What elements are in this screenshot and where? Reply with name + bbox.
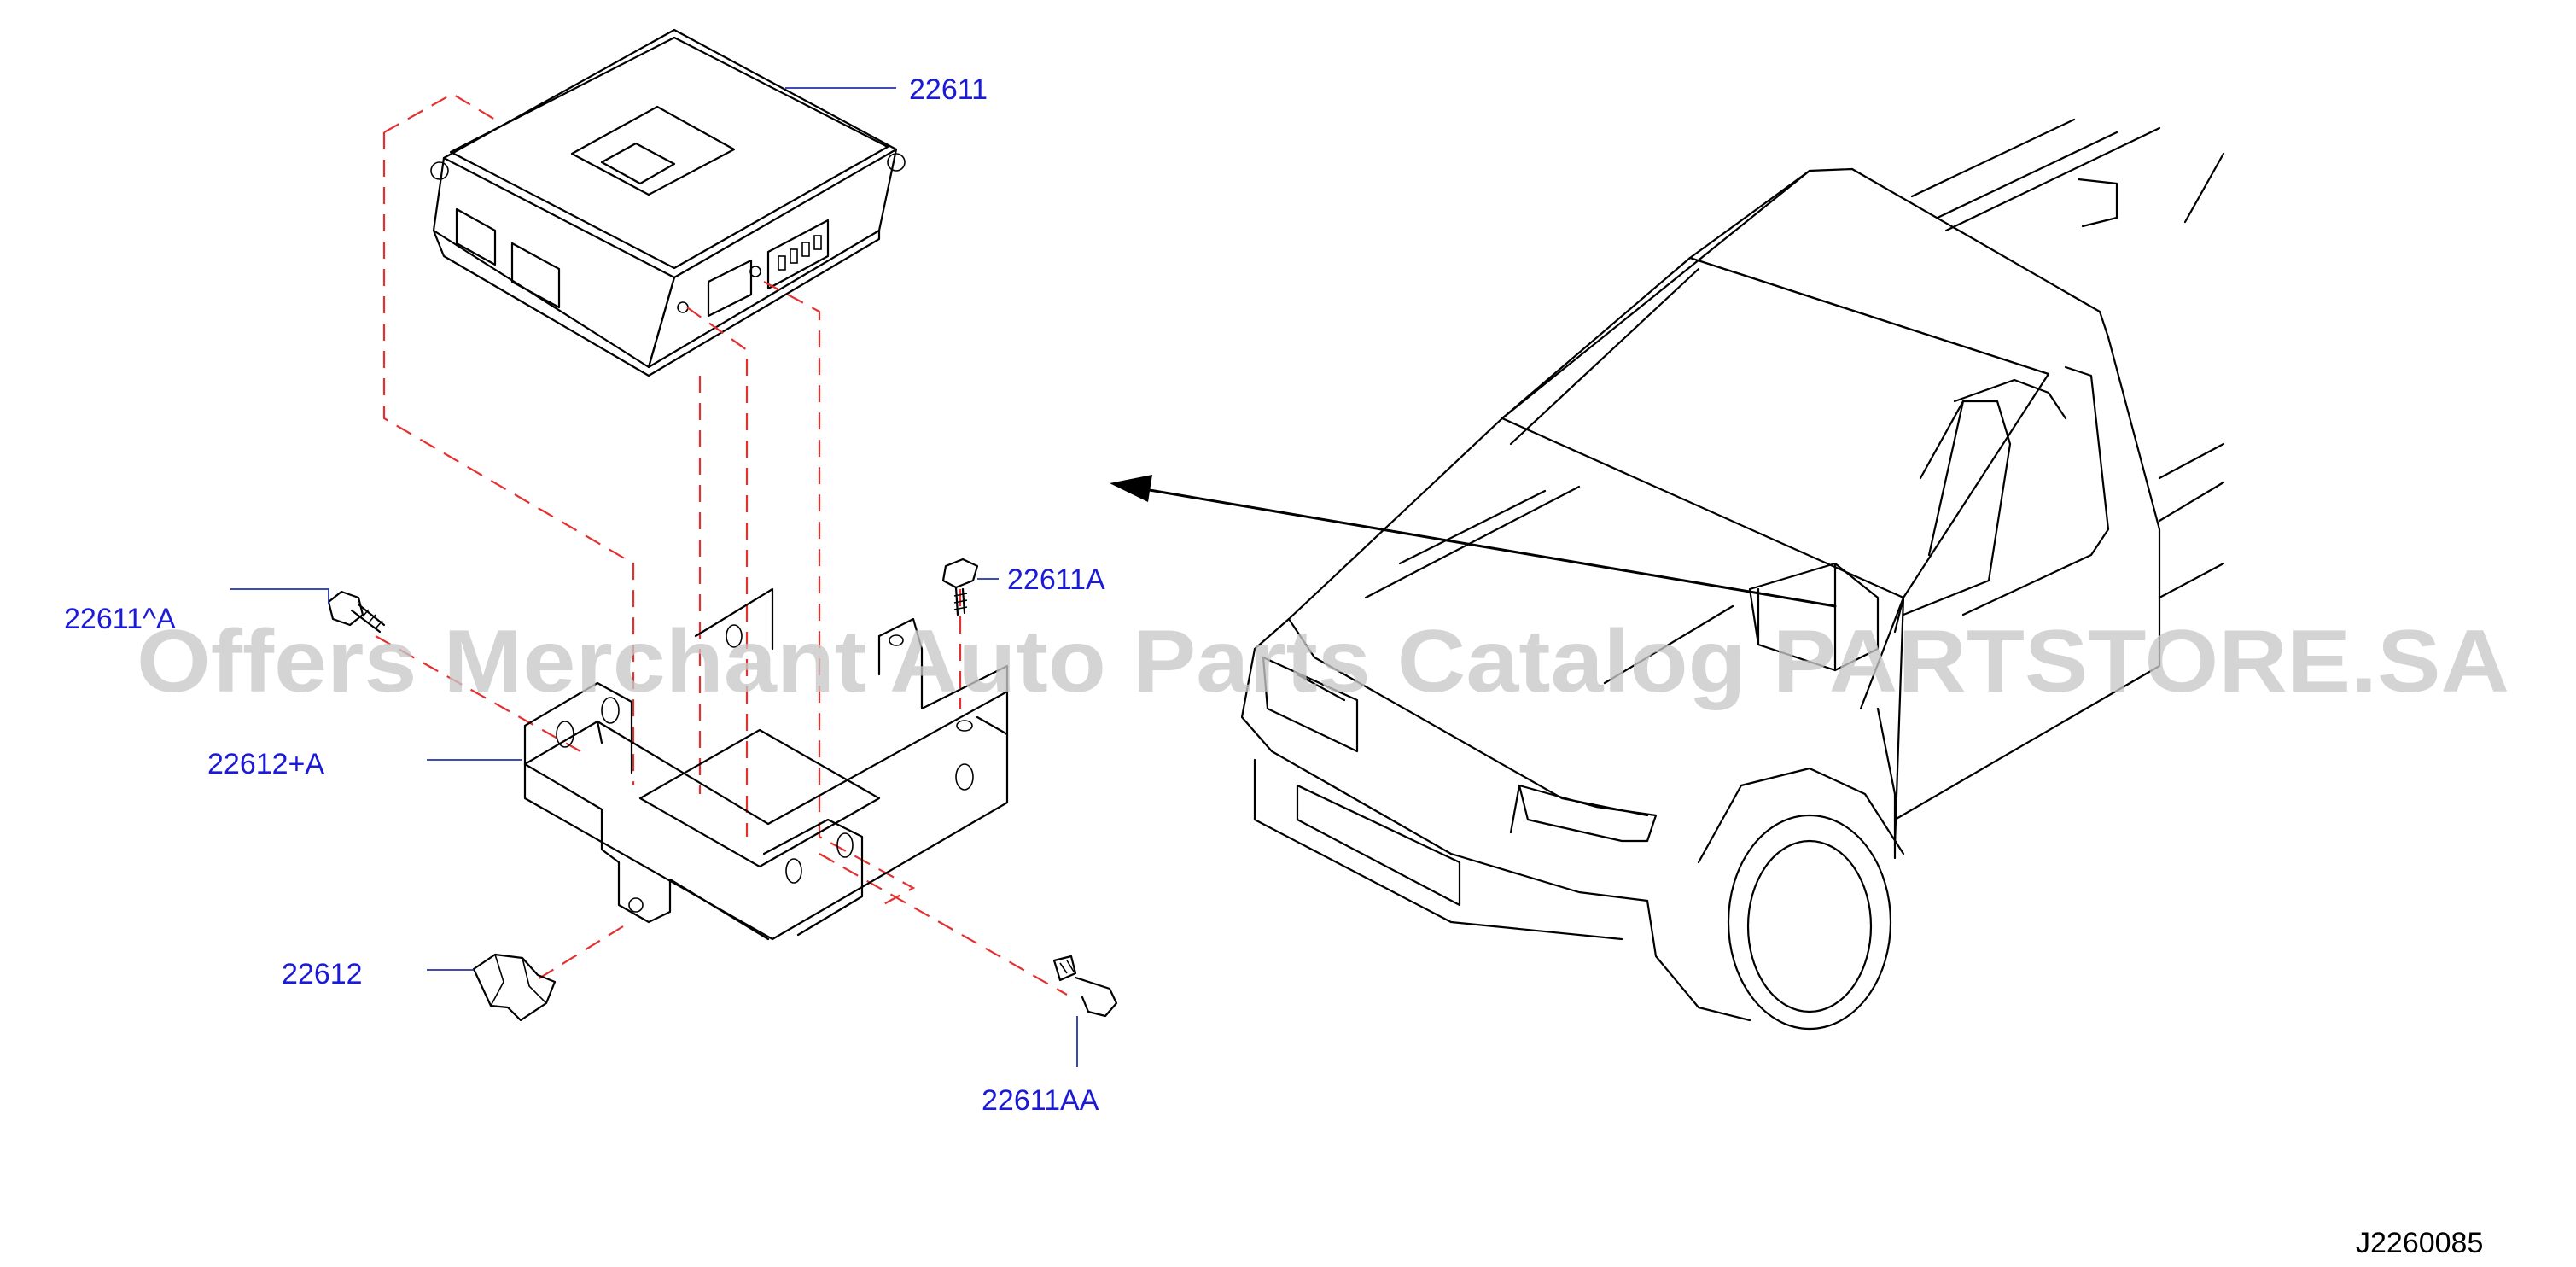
- bolt-22611aa[interactable]: [1052, 955, 1118, 1018]
- bracket-22612-plus-a[interactable]: [523, 587, 1009, 941]
- label-22612[interactable]: 22612: [282, 958, 363, 990]
- clip-22612[interactable]: [472, 953, 557, 1022]
- label-22612plusa[interactable]: 22612+A: [207, 748, 324, 780]
- alignment-lines: [375, 92, 1068, 996]
- label-22611[interactable]: 22611: [909, 73, 988, 106]
- location-arrow: [1110, 475, 1837, 608]
- diagram-code: J2260085: [2356, 1227, 2483, 1259]
- label-22611hata[interactable]: 22611^A: [64, 603, 176, 635]
- watermark-text: Offers Merchant Auto Parts Catalog PARTS…: [137, 612, 2509, 711]
- control-unit-22611[interactable]: [430, 28, 906, 377]
- label-22611a[interactable]: 22611A: [1007, 563, 1105, 596]
- leader-lines: [230, 87, 1078, 1067]
- bolt-22611hata[interactable]: [327, 590, 386, 634]
- label-22611aa[interactable]: 22611AA: [982, 1084, 1099, 1117]
- vehicle-outline: [1240, 118, 2225, 1031]
- screw-22611a[interactable]: [941, 558, 979, 616]
